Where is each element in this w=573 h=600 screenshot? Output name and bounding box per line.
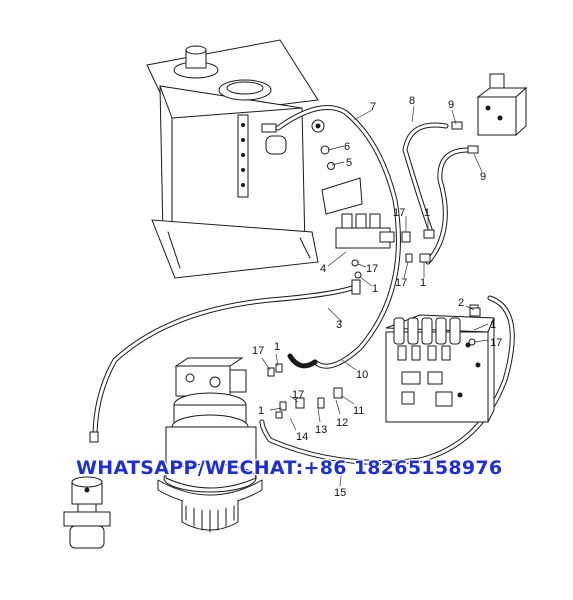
- callout-1-c: 1: [420, 277, 426, 289]
- swing-motor: [157, 357, 263, 533]
- hoses: [92, 105, 515, 465]
- callout-1-f: 1: [258, 405, 264, 417]
- pilot-valve-block: [451, 73, 528, 154]
- callout-12: 12: [336, 417, 348, 429]
- callout-7: 7: [370, 101, 376, 113]
- leader-lines: [261, 105, 489, 487]
- callout-9-lower: 9: [480, 171, 486, 183]
- solenoid-valve-bank: [311, 119, 435, 279]
- callout-2: 2: [458, 297, 464, 309]
- callout-1-e: 1: [274, 341, 280, 353]
- callout-4: 4: [320, 263, 326, 275]
- callout-3: 3: [336, 319, 342, 331]
- callout-17-b: 17: [366, 263, 378, 275]
- callout-5: 5: [346, 157, 352, 169]
- swivel-joint: [63, 431, 111, 549]
- callouts: 7 8 9 9 6 5 17 1 4 17 1 17 1 3 2 1 17 10…: [252, 95, 502, 499]
- callout-1-b: 1: [372, 283, 378, 295]
- callout-17-f: 17: [292, 389, 304, 401]
- main-control-valve: [385, 304, 495, 423]
- callout-17-e: 17: [252, 345, 264, 357]
- hydraulic-tank: [146, 39, 319, 279]
- callout-1-d: 1: [490, 319, 496, 331]
- callout-6: 6: [344, 141, 350, 153]
- callout-14: 14: [296, 431, 308, 443]
- fittings: [267, 279, 481, 419]
- callout-13: 13: [315, 424, 327, 436]
- callout-9-top: 9: [448, 99, 454, 111]
- contact-watermark: WHATSAPP/WECHAT:+86 18265158976: [76, 457, 502, 479]
- callout-17-c: 17: [395, 277, 407, 289]
- callout-17-a: 17: [393, 207, 405, 219]
- callout-10: 10: [356, 369, 368, 381]
- callout-15: 15: [334, 487, 346, 499]
- callout-8: 8: [409, 95, 415, 107]
- callout-11: 11: [353, 405, 364, 417]
- callout-17-d: 17: [490, 337, 502, 349]
- callout-1-a: 1: [424, 207, 430, 219]
